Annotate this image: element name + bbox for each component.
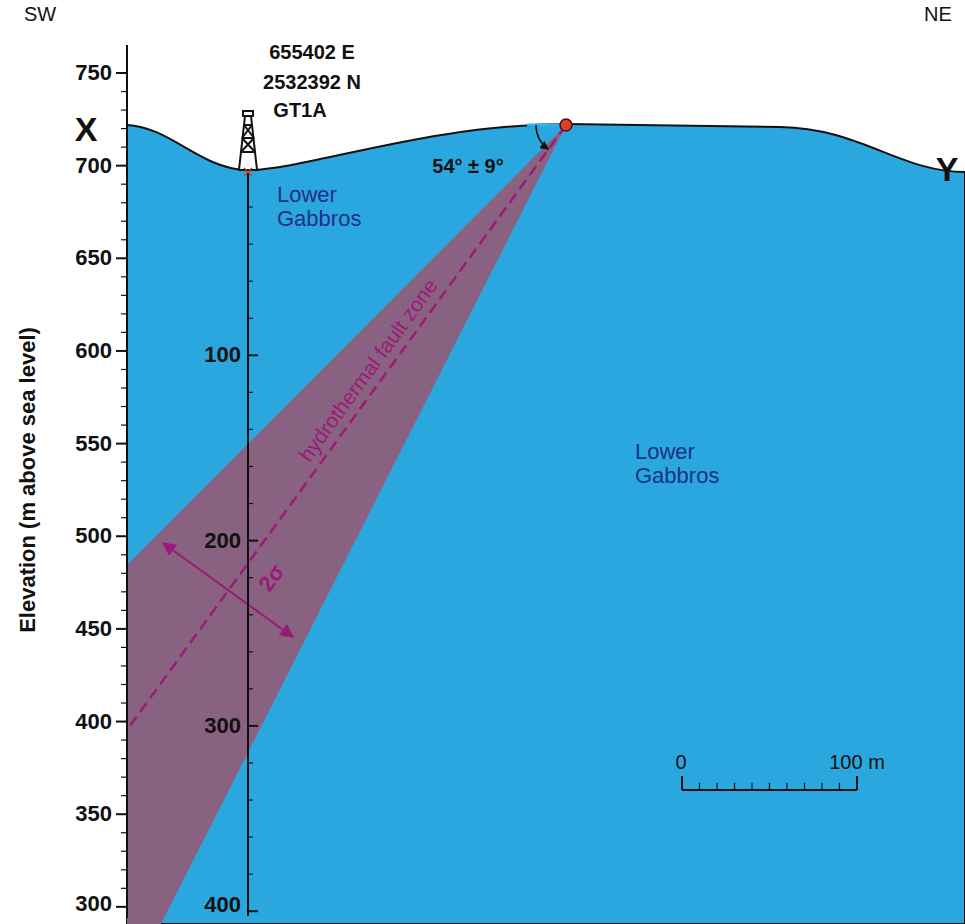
section-end-label: Y [936,151,959,188]
depth-ticks [248,207,258,911]
elevation-tick-label: 600 [75,339,112,363]
drill-rig [239,111,257,170]
axis-title: Elevation (m above sea level) [16,327,40,633]
well-top-mark [244,168,252,176]
scale-label: 0 [675,751,686,773]
coordinate-label: 655402 E [269,41,355,63]
dip-angle: 54° ± 9° [432,155,503,177]
depth-tick-label: 100 [204,343,241,367]
elevation-tick-label: 650 [75,246,112,270]
elevation-axis [116,45,127,918]
fault-zone-label: hydrothermal fault zone [294,274,442,465]
fault-plane [127,125,566,730]
rock-unit-label: Lower Gabbros [635,440,739,488]
well-name: GT1A [273,99,326,121]
dip-angle-arc [536,125,548,149]
elevation-tick-label: 500 [75,524,112,548]
direction-label: SW [24,3,56,25]
fault-outcrop-point [560,119,572,131]
depth-tick-label: 300 [204,714,241,738]
depth-tick-label: 200 [204,529,241,553]
elevation-tick-label: 750 [75,61,112,85]
coordinate-label: 2532392 N [263,71,361,93]
direction-label: NE [924,3,952,25]
lower-gabbros-ground [127,124,965,924]
section-end-label: X [75,111,98,148]
fault-zone-wedge [127,125,566,924]
scale-bar [682,776,857,790]
depth-tick-label: 400 [204,893,241,917]
elevation-tick-label: 400 [75,709,112,733]
elevation-tick-label: 550 [75,432,112,456]
sigma-label: 2σ [253,558,291,598]
elevation-tick-label: 450 [75,617,112,641]
elevation-tick-label: 700 [75,154,112,178]
rock-unit-label: Lower Gabbros [277,183,381,231]
elevation-tick-label: 350 [75,802,112,826]
well-trace [247,170,249,916]
sigma-arrow [163,543,293,637]
scale-label: 100 m [829,751,885,773]
elevation-tick-label: 300 [75,892,112,916]
